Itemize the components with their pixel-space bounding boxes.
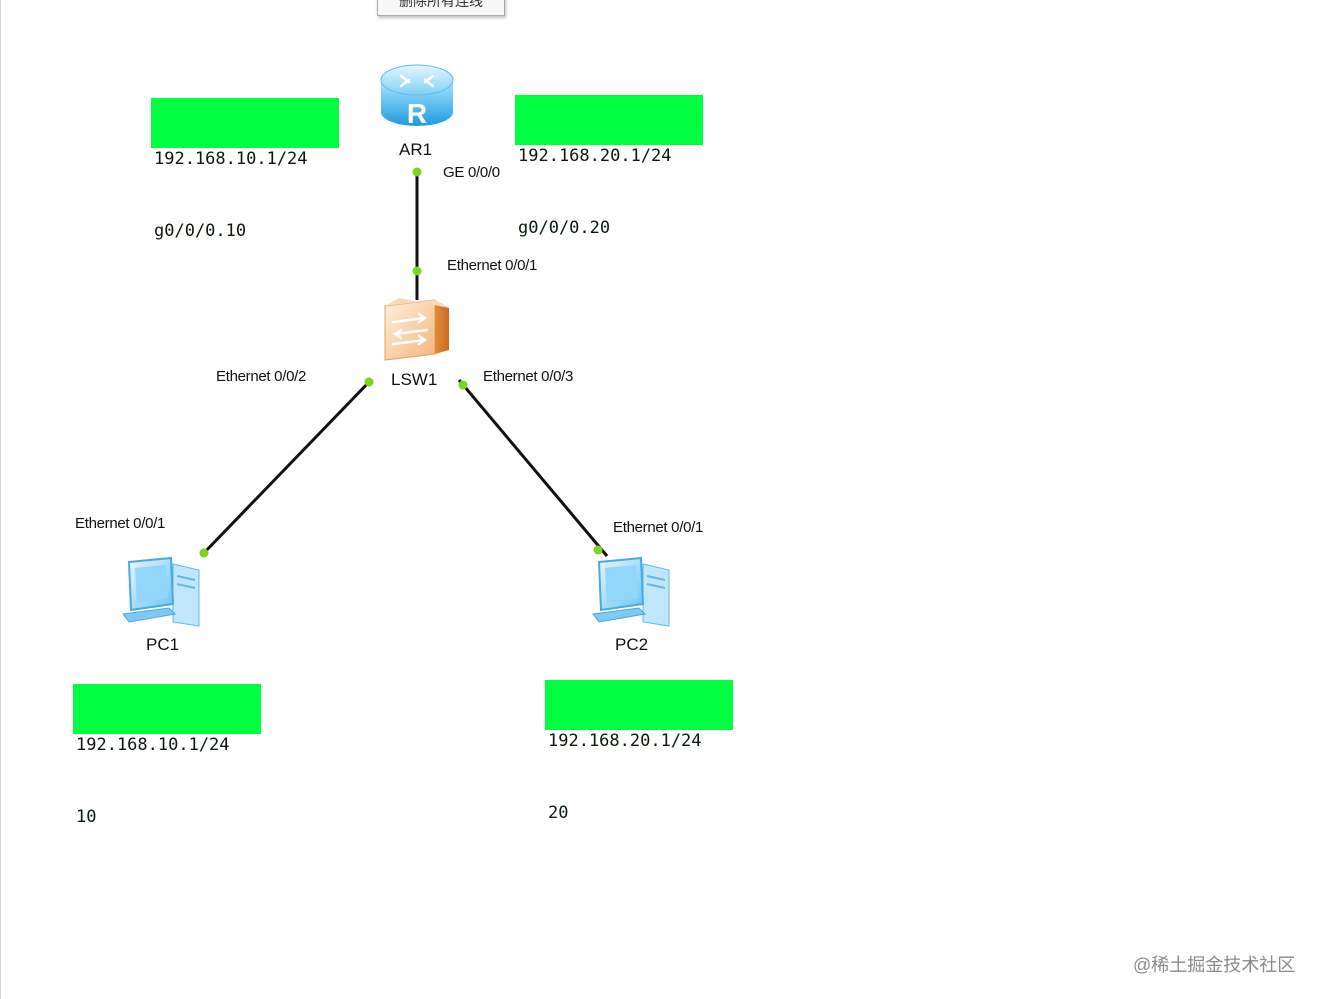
note-interface: g0/0/0.20 [518, 218, 611, 238]
port-label-lsw1-left: Ethernet 0/0/2 [216, 368, 307, 385]
port-label-lsw1-right: Ethernet 0/0/3 [483, 368, 574, 385]
note-ip: 192.168.10.1/24 [76, 735, 230, 755]
note-router-subif-10[interactable]: 192.168.10.1/24 g0/0/0.10 [151, 98, 339, 241]
port-dot-ar1-ge[interactable] [412, 167, 422, 177]
pc2[interactable] [591, 556, 675, 630]
note-router-subif-20[interactable]: 192.168.20.1/24 g0/0/0.20 [515, 95, 703, 238]
switch-lsw1[interactable] [381, 296, 453, 362]
port-dot-pc1[interactable] [199, 548, 209, 558]
note-pc1[interactable]: 192.168.10.1/24 10 [73, 684, 261, 827]
note-vlan: 20 [548, 803, 569, 823]
pc-icon [122, 556, 200, 627]
link-lsw1-pc2[interactable] [457, 379, 609, 557]
pc1[interactable] [121, 556, 205, 630]
link-lsw1-pc1[interactable] [199, 378, 373, 558]
pc-icon [592, 556, 670, 627]
note-ip: 192.168.20.1/24 [548, 731, 702, 751]
port-dot-pc2[interactable] [593, 545, 603, 555]
switch-icon [384, 298, 449, 361]
router-name: AR1 [399, 140, 433, 159]
watermark: @稀土掘金技术社区 [1133, 955, 1296, 975]
port-label-pc2: Ethernet 0/0/1 [613, 519, 704, 536]
pc2-name: PC2 [615, 635, 649, 654]
port-label-lsw1-up: Ethernet 0/0/1 [447, 257, 538, 274]
note-ip: 192.168.10.1/24 [154, 149, 308, 169]
router-icon: R [380, 64, 454, 129]
port-dot-lsw1-left[interactable] [364, 377, 374, 387]
pc1-name: PC1 [146, 635, 180, 654]
port-label-ar1-ge: GE 0/0/0 [443, 164, 500, 181]
note-interface: g0/0/0.10 [154, 221, 247, 241]
port-dot-lsw1-right[interactable] [458, 380, 468, 390]
port-dot-lsw1-up[interactable] [412, 266, 422, 276]
note-vlan: 10 [76, 807, 97, 827]
delete-all-links-tooltip: 删除所有连线 [377, 0, 505, 16]
router-ar1[interactable]: R [379, 60, 455, 130]
port-label-pc1: Ethernet 0/0/1 [75, 515, 166, 532]
svg-text:R: R [407, 98, 427, 129]
note-pc2[interactable]: 192.168.20.1/24 20 [545, 680, 733, 823]
note-ip: 192.168.20.1/24 [518, 146, 672, 166]
switch-name: LSW1 [391, 370, 438, 389]
